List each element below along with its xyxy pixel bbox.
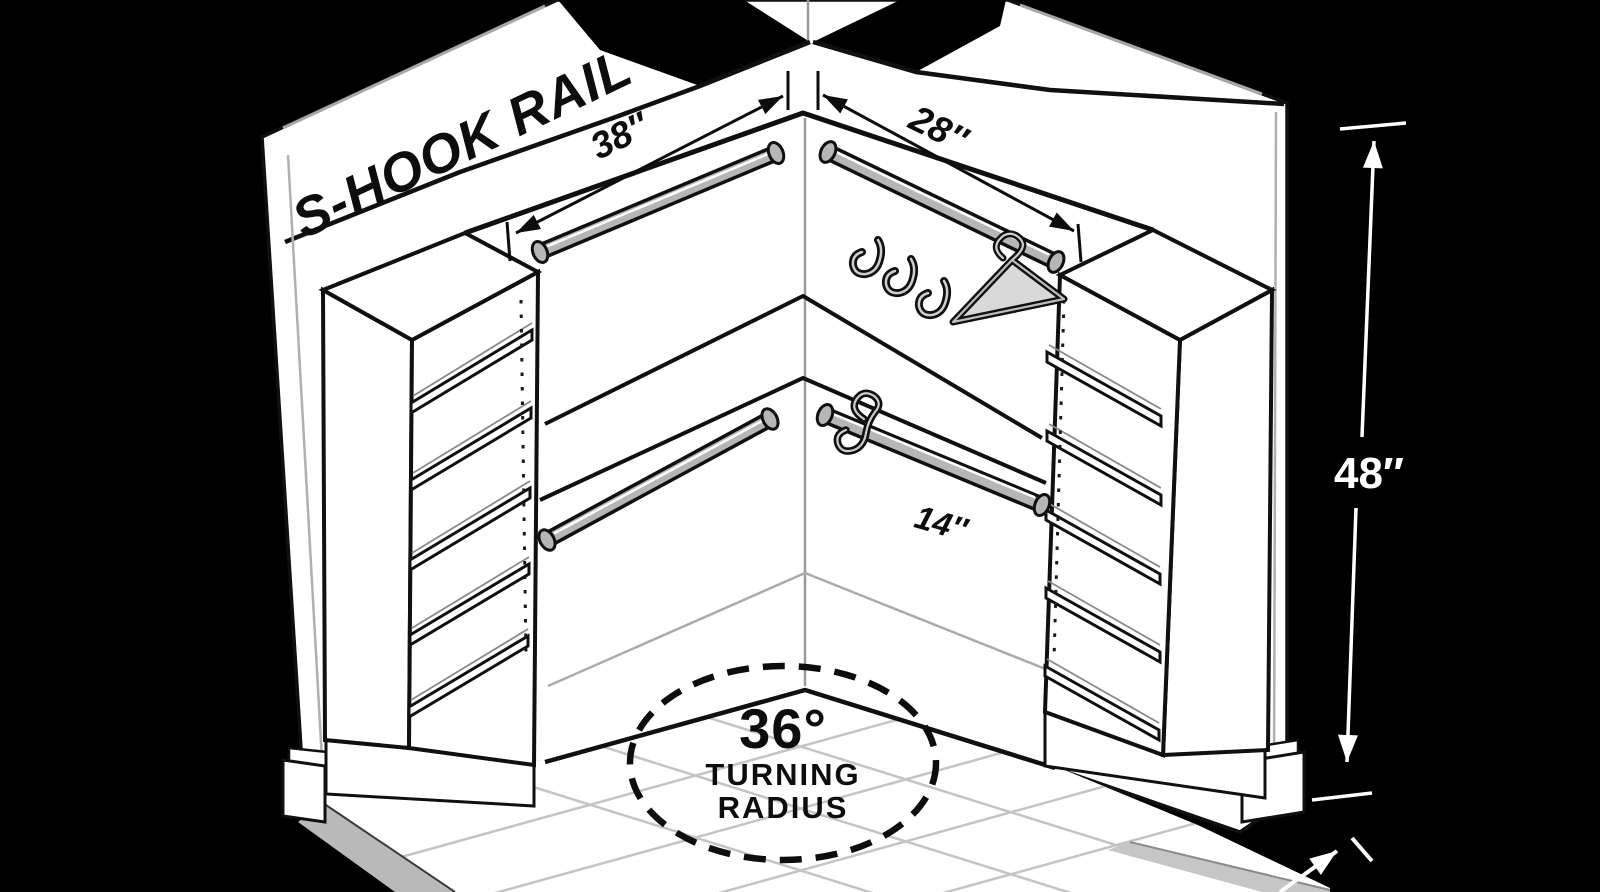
shelf [409,405,533,493]
left-tower-peg-holes [519,299,528,656]
s-hook-icon [848,236,886,279]
right-tower [1042,227,1277,800]
rail-flange [1032,493,1052,517]
right-tower-top [1055,227,1277,343]
dim-tick [1339,121,1407,131]
shelf [1044,585,1162,665]
left-tower-top [318,230,543,343]
rail-flange [537,528,557,552]
dim-arrow-line [1360,140,1383,438]
dim-tick [505,221,512,262]
right-tower-peg-holes [1052,299,1066,661]
dim-38 [505,71,790,262]
depth-arrow-line [1278,849,1339,892]
dim-arrow-line [515,94,784,235]
dim-48-label: 48″ [1334,449,1404,498]
turning-radius-value: 36° [739,697,827,760]
turning-radius-ellipse [626,662,940,864]
dim-tick [1311,791,1373,802]
lower-left-rail [537,407,780,552]
dim-28 [816,71,1083,263]
left-cap-edge [282,4,546,130]
mid-band-upper [544,294,1044,440]
left-tower [318,230,543,808]
platform-edge-left [298,803,455,892]
s-hook-icon [833,389,883,455]
shelf [1045,428,1163,508]
accessories [833,230,1068,455]
s-hook-icon [881,255,919,298]
rail-flange [760,407,780,431]
shelf [408,561,531,648]
shelf [1043,663,1161,743]
depth-arrow [1278,836,1374,892]
turning-radius-line2: RADIUS [718,790,849,825]
turning-radius-line1: TURNING [705,757,860,792]
dim-48 [1311,121,1407,802]
right-wall-end-facet [1272,111,1278,779]
floor-surface [308,688,1330,892]
dim-arrow-line [1337,507,1358,763]
rail-flange [530,240,550,264]
hanger-icon [949,230,1068,326]
right-cap-edge [1019,3,1263,96]
rail-flange [1046,250,1066,274]
platform-edge-line-left [322,802,456,892]
right-tower-shelves [1043,344,1163,743]
left-baseboard [281,758,327,824]
shelf [407,633,530,720]
shelf [1045,349,1163,429]
right-cap-bottom-edge [812,39,1285,107]
cap-notch-left [558,0,810,86]
left-tower-shelves [407,322,534,720]
platform-edge-right [1108,842,1330,892]
baseboard-line [547,571,1049,688]
dim-arrow-line [822,93,1075,233]
turning-radius-badge: 36° TURNING RADIUS [626,662,940,864]
depth-arrow-tick [1350,836,1374,863]
lower-right-rail [815,403,1052,517]
wall-base-line [544,687,1056,771]
dim-tick [1076,223,1083,263]
s-hook-icon [914,277,952,320]
rail-flange [815,403,835,427]
mid-band-lower [539,376,1047,502]
left-tower-side-face [320,286,415,751]
shelf [408,485,532,573]
shelf [1044,507,1162,587]
left-wall-end-facet [286,154,324,761]
shelf [409,327,534,416]
